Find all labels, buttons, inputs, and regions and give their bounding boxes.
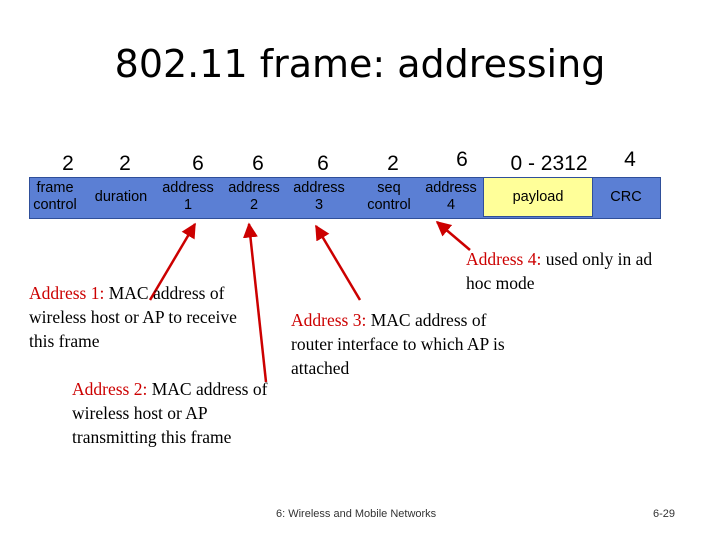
arrow-address-1 [148,222,197,301]
payload-box [483,177,593,217]
note-address-4: Address 4: used only in ad hoc mode [466,249,653,293]
note-address-3: Address 3: MAC address of router interfa… [291,310,505,378]
size-address-3: 6 [317,152,329,175]
field-seq-control: seq control [367,180,411,213]
size-duration: 2 [119,152,131,175]
size-address-1: 6 [192,152,204,175]
arrow-address-4 [435,221,471,251]
size-address-2: 6 [252,152,264,175]
note-address-2: Address 2: MAC address of wireless host … [72,379,268,447]
size-payload: 0 - 2312 [510,152,588,175]
field-payload: payload [512,188,564,205]
field-address-1: address 1 [162,180,214,213]
size-seq-control: 2 [387,152,399,175]
size-frame-control: 2 [62,152,74,175]
field-address-3: address 3 [293,180,345,213]
field-address-2: address 2 [228,180,280,213]
size-crc: 4 [624,148,636,171]
size-address-4: 6 [456,148,468,171]
arrow-address-3 [314,224,362,301]
field-frame-control: frame control [33,180,77,213]
note-address-1: Address 1: MAC address of wireless host … [29,283,237,351]
field-address-4: address 4 [425,180,477,213]
footer-chapter: 6: Wireless and Mobile Networks [276,508,437,520]
arrow-address-2 [242,222,268,383]
slide-title: 802.11 frame: addressing [114,42,606,86]
field-crc: CRC [610,188,642,205]
field-duration: duration [94,188,148,205]
footer-slide-number: 6-29 [653,508,676,520]
